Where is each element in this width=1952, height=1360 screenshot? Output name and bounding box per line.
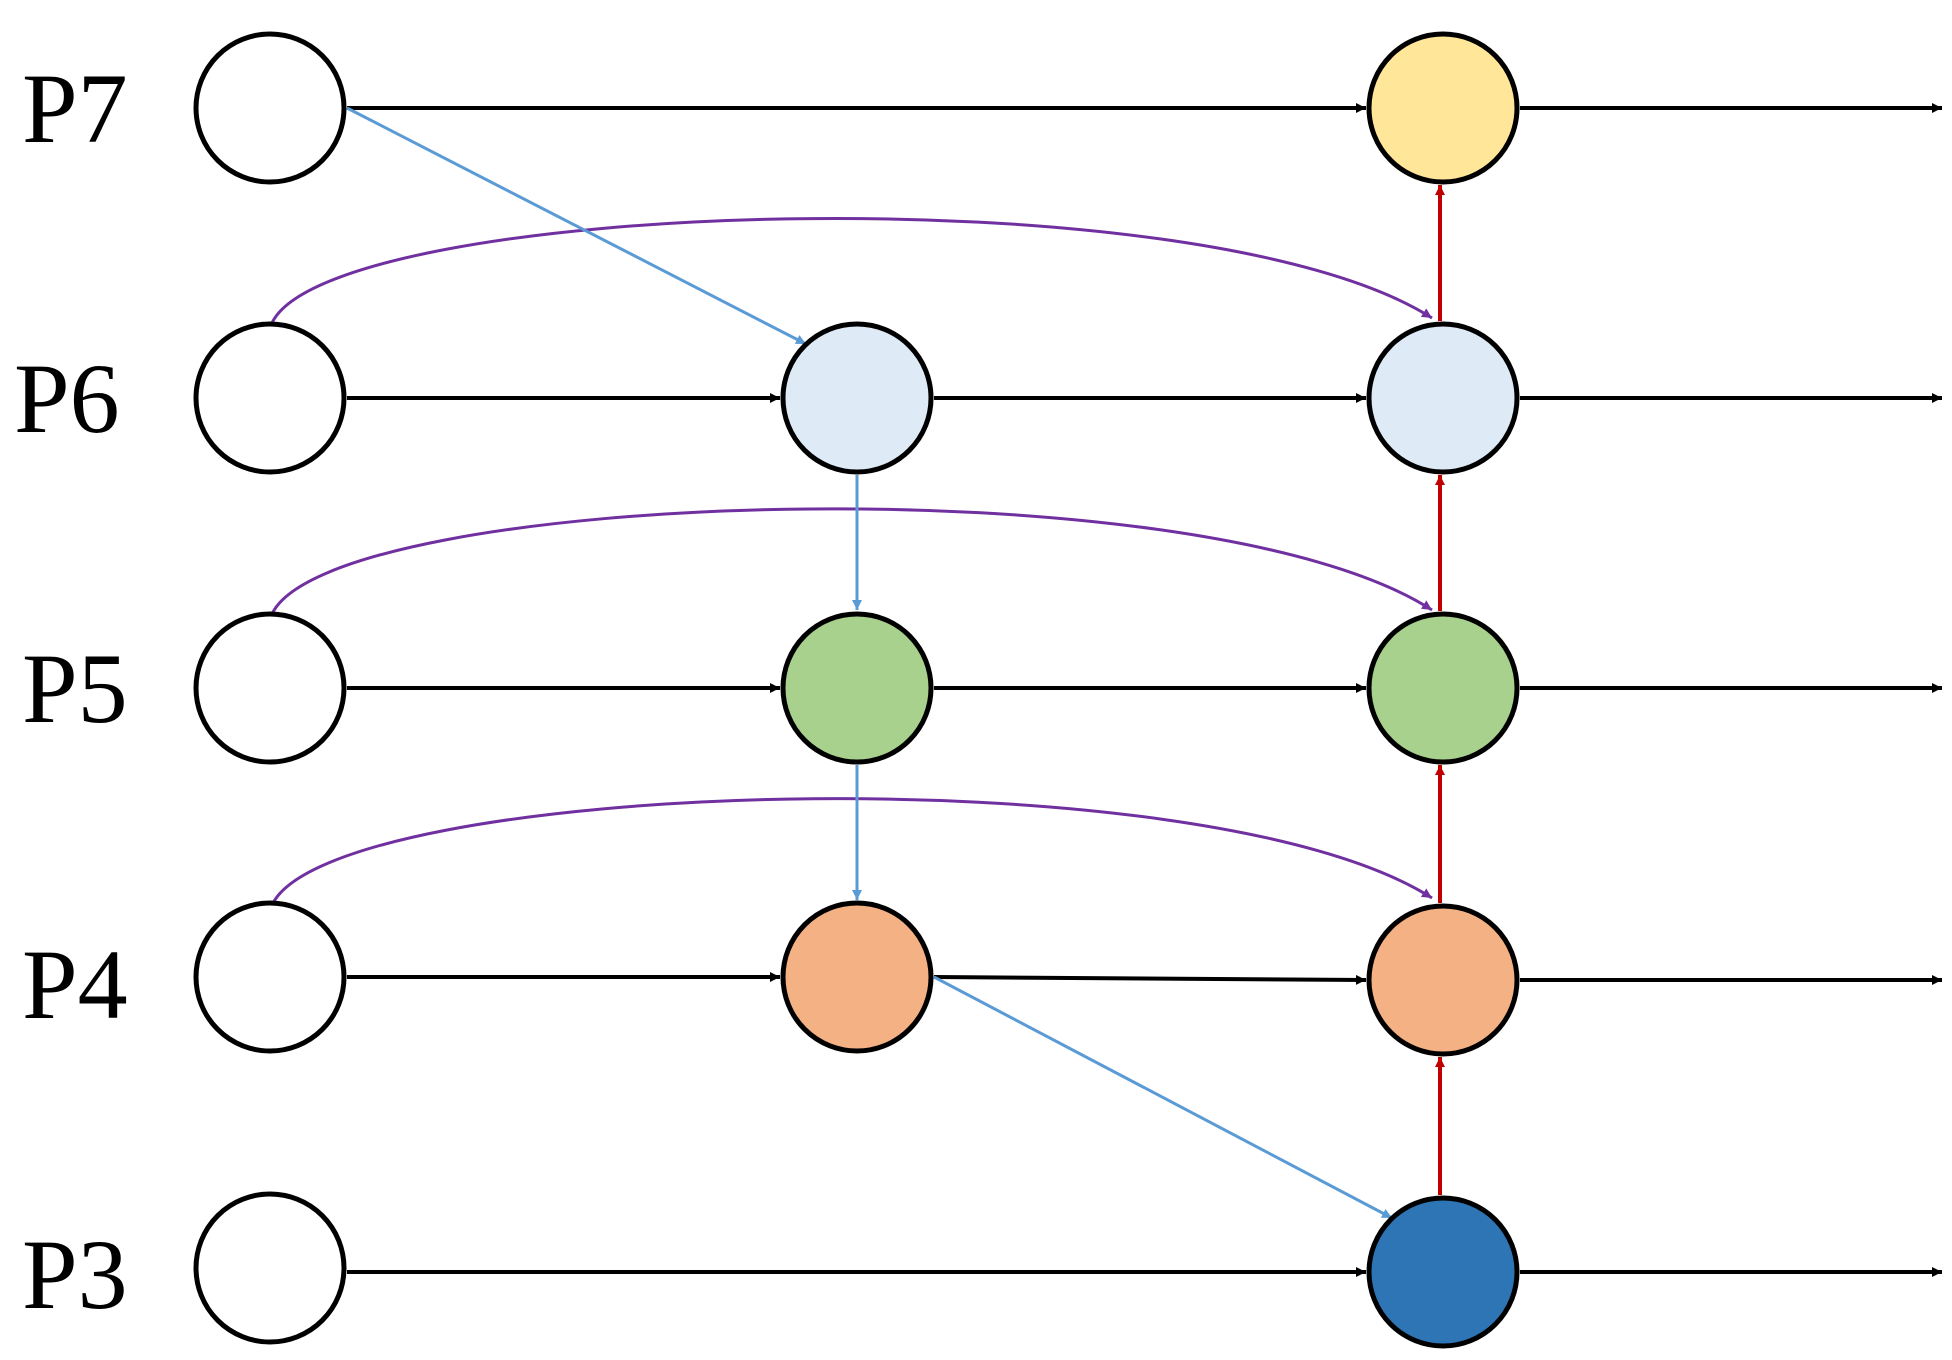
top-down-edge-p7-p6 [346,106,807,346]
node-p5-input [193,611,347,765]
node-p3-output [1366,1195,1520,1349]
level-label-p5: P5 [22,633,128,744]
lateral-edge-p4-mid-out [933,974,1367,985]
node-p7-output [1366,31,1520,185]
node-p7-input [193,31,347,185]
top-down-edge-p4-p3 [933,975,1393,1220]
level-label-p4: P4 [22,929,128,1040]
skip-edge-p4 [270,797,1433,906]
node-p4-input [193,900,347,1054]
level-label-p6: P6 [14,343,120,454]
skip-edge-p6 [270,216,1433,324]
level-label-p3: P3 [22,1219,128,1330]
level-label-p7: P7 [22,53,128,164]
skip-edge-p5 [270,507,1433,615]
node-p6-output [1366,321,1520,475]
node-p4-intermediate [780,900,934,1054]
node-p5-output [1366,611,1520,765]
node-p6-input [193,321,347,475]
node-p4-output [1366,903,1520,1057]
top-down-edges [346,106,1393,1220]
nodes [193,31,1520,1349]
skip-edges [270,216,1433,906]
node-p3-input [193,1191,347,1345]
node-p5-intermediate [780,611,934,765]
lateral-edges [347,103,1942,1277]
node-p6-intermediate [780,321,934,475]
